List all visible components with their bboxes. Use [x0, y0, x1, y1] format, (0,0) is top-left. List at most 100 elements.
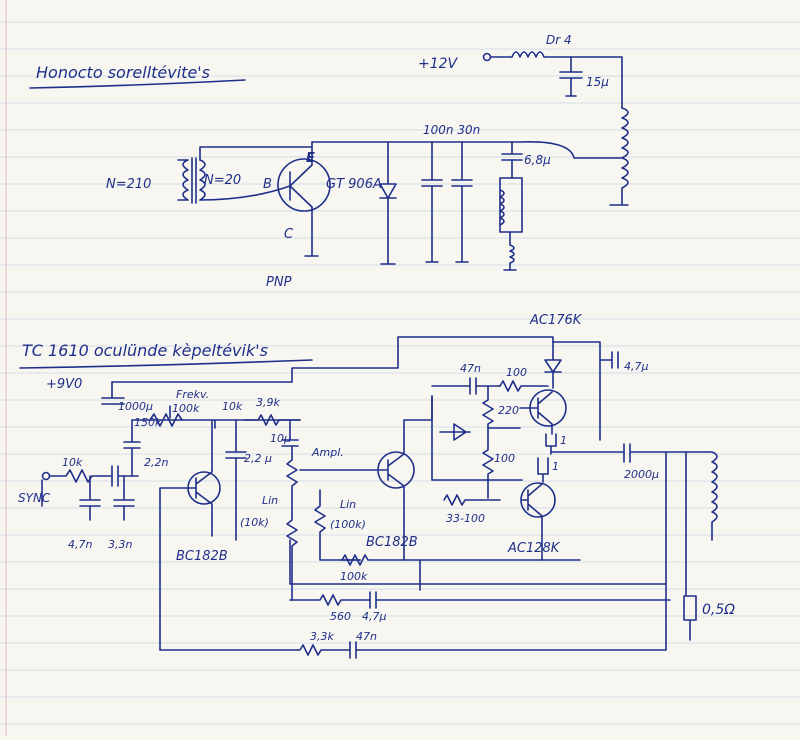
b-t-bc-mid: BC182B: [366, 535, 418, 550]
freq-pot: [149, 405, 183, 427]
bottom-loop: [159, 583, 667, 659]
cap-2u2b: [225, 419, 247, 541]
b-r3k3: 3,3k: [310, 630, 334, 643]
b-c47n: 47n: [460, 362, 481, 375]
cap-1000u: [101, 381, 125, 405]
feedback-loop: [289, 451, 667, 585]
b-c4n7: 4,7n: [68, 538, 92, 551]
ruled-lines: [0, 21, 800, 725]
b-r3k9: 3,9k: [256, 396, 280, 409]
cap-2u2: [123, 419, 141, 477]
choke-dr4: [511, 51, 545, 58]
caps-top-label: 100n 30n: [423, 123, 480, 137]
supply-terminal: [482, 52, 492, 62]
r-3k9: [243, 414, 301, 426]
r-33-100: [443, 494, 501, 506]
bottom-circuit: [19, 336, 718, 659]
emitter-label: E: [306, 151, 315, 166]
cap-small-label: 6,8µ: [524, 153, 551, 167]
heading-underline-top: [29, 79, 246, 89]
b-r33: 33-100: [446, 512, 485, 525]
diode-driver: [439, 423, 471, 441]
b-supply: +9V0: [46, 377, 82, 392]
b-r1a: 1: [560, 434, 567, 447]
b-c2u2: 2,2n: [144, 456, 168, 469]
ac176-leads: [519, 391, 553, 435]
b-freq: Frekv.: [176, 388, 209, 401]
top-heading: Honocto sorelltévite's: [36, 63, 210, 82]
b-r100: 100: [506, 366, 527, 379]
supply-rail: [111, 336, 601, 441]
ac128-leads: [521, 483, 543, 561]
r-100-b: [482, 427, 494, 499]
secondary-turns-label: N=20: [204, 173, 241, 188]
cap-4u7-top: [599, 351, 619, 369]
b-r220: 220: [498, 404, 519, 417]
r-100k-feedback: [341, 554, 581, 591]
b-c4u7b: 4,7µ: [362, 610, 387, 623]
b-lin2: Lin: [340, 498, 356, 511]
transistor-base: [289, 164, 313, 208]
b-r10k-a: 10k: [222, 400, 243, 413]
top-circuit: [29, 51, 629, 271]
b-lin: Lin: [262, 494, 278, 507]
b-r100k-b: 100k: [340, 570, 368, 583]
bc-left-leads: [159, 419, 213, 651]
top-rail: [311, 141, 623, 159]
pnp-label: PNP: [266, 275, 292, 290]
bottom-heading: TC 1610 oculünde kèpeltévik's: [22, 341, 268, 360]
b-r560: 560: [330, 610, 351, 623]
top-cap-supply-label: 15µ: [586, 75, 609, 89]
ampl-pot: [286, 445, 313, 501]
b-lin2-r: (100k): [330, 518, 366, 531]
cap-10u: [281, 419, 299, 447]
collector-label: C: [284, 227, 294, 242]
b-c3n3: 3,3n: [108, 538, 132, 551]
r-560: [289, 591, 671, 609]
primary-winding: [177, 159, 189, 201]
cap-30n: [451, 141, 473, 263]
cap-4n7: [79, 475, 101, 521]
base-label: B: [263, 177, 272, 192]
transistor-gt906a: [277, 158, 331, 212]
b-r150k: 150k: [134, 416, 162, 429]
output-line: [550, 443, 687, 463]
cap-100n: [421, 141, 443, 263]
b-sync: SYNC: [18, 491, 51, 505]
speaker-coil: [685, 451, 718, 541]
bc-mid-leads: [311, 395, 433, 561]
heading-underline-bottom: [19, 359, 313, 369]
right-bus: [683, 451, 697, 641]
choke-wire: [543, 56, 623, 109]
primary-turns-label: N=210: [106, 177, 151, 192]
b-r0r5: 0,5Ω: [702, 602, 735, 618]
osc-top-rail: [131, 419, 301, 429]
sync-wire: [49, 469, 99, 483]
b-c1000: 1000µ: [118, 400, 153, 413]
r-1b: [537, 457, 549, 483]
transistor-collector: [304, 206, 319, 257]
b-t-bc-left: BC182B: [176, 549, 228, 564]
top-supply-label: +12V: [418, 56, 459, 72]
transistor-ac128: [520, 482, 556, 518]
lin-pot: [286, 499, 298, 601]
b-r10k-in: 10k: [62, 456, 83, 469]
lc-coil: [499, 189, 505, 226]
b-r100k: 100k: [172, 402, 200, 415]
supply-cap-wire: [559, 56, 583, 97]
b-ampl: Ampl.: [311, 446, 344, 459]
top-choke-label: Dr 4: [546, 33, 572, 47]
output-coil: [609, 107, 629, 206]
b-c2000: 2000µ: [624, 468, 659, 481]
driver-rail: [431, 395, 523, 481]
b-c47n-b: 47n: [356, 630, 377, 643]
diode: [379, 141, 397, 265]
adj-coil: [503, 231, 517, 271]
sync-terminal: [41, 471, 51, 481]
diode-top: [544, 341, 562, 389]
transistor-label: GT 906A: [326, 177, 382, 192]
b-t-ac128: AC128K: [507, 541, 561, 556]
b-t-ac176: AC176K: [529, 313, 583, 328]
